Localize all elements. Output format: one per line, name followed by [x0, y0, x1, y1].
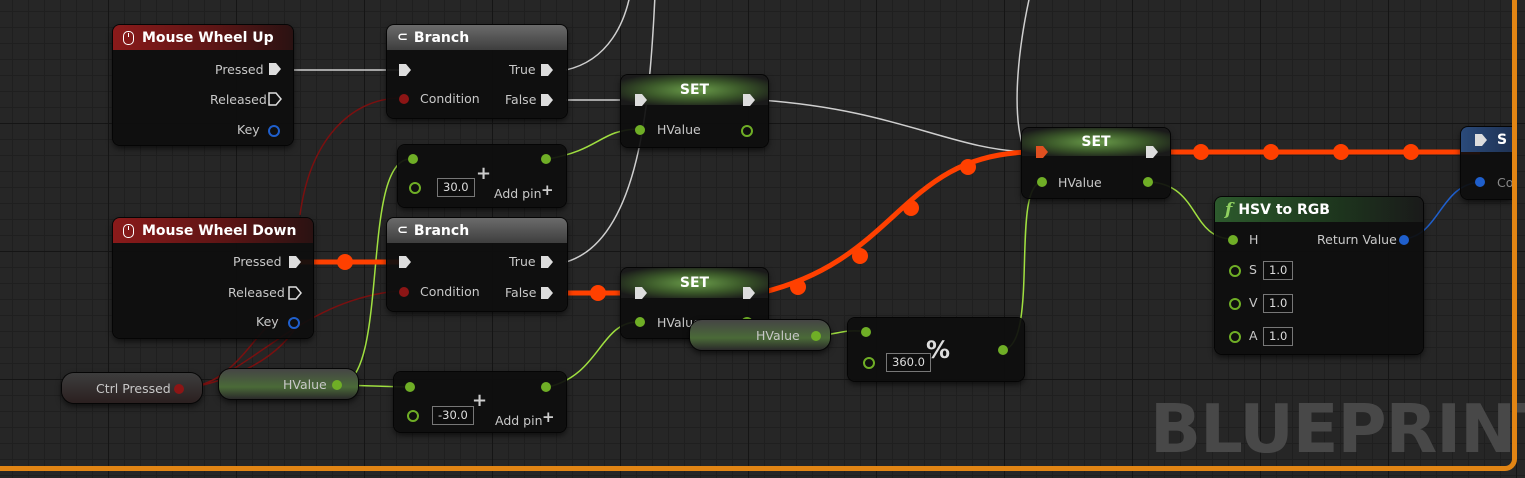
branch-node-1[interactable]: ⊂ Branch True Condition False — [387, 25, 567, 118]
input-a-pin[interactable] — [405, 382, 415, 392]
function-icon: f — [1225, 199, 1233, 220]
key-pin[interactable] — [268, 125, 280, 137]
add-pin-label[interactable]: Add pin — [495, 413, 543, 428]
pressed-label: Pressed — [215, 62, 264, 77]
hvalue-in-pin[interactable] — [1037, 177, 1047, 187]
branch-icon: ⊂ — [397, 30, 408, 45]
ctrl-pressed-variable-node[interactable]: Ctrl Pressed — [62, 373, 202, 403]
add-pin-icon[interactable]: + — [541, 181, 554, 199]
node-header[interactable]: ⊂ Branch — [387, 25, 567, 50]
branch-icon: ⊂ — [397, 223, 408, 238]
true-label: True — [509, 254, 536, 269]
hvalue-in-pin[interactable] — [635, 317, 645, 327]
true-label: True — [509, 62, 536, 77]
condition-pin[interactable] — [399, 287, 409, 297]
input-b-pin[interactable] — [409, 182, 421, 194]
hvalue-variable-node[interactable]: HValue — [690, 320, 830, 350]
h-label: H — [1249, 232, 1259, 247]
input-b-pin[interactable] — [863, 357, 875, 369]
condition-label: Condition — [420, 91, 480, 106]
v-value-field[interactable]: 1.0 — [1263, 294, 1294, 313]
s-label: S — [1249, 262, 1257, 277]
node-header[interactable]: f HSV to RGB — [1215, 197, 1423, 222]
node-title: Branch — [413, 29, 470, 46]
node-header[interactable]: ⊂ Branch — [387, 218, 567, 243]
s-value-field[interactable]: 1.0 — [1263, 261, 1294, 280]
v-label: V — [1249, 295, 1258, 310]
branch-node-2[interactable]: ⊂ Branch True Condition False — [387, 218, 567, 311]
hvalue-out-pin[interactable] — [1143, 177, 1153, 187]
input-a-pin[interactable] — [408, 154, 418, 164]
add-icon: + — [472, 390, 488, 411]
v-pin[interactable] — [1229, 298, 1241, 310]
add-node-1[interactable]: 30.0 + Add pin + — [398, 145, 566, 207]
modulo-icon: % — [926, 336, 951, 364]
a-pin[interactable] — [1229, 331, 1241, 343]
false-label: False — [505, 285, 537, 300]
color-label: Colo — [1497, 175, 1512, 190]
set-node-3[interactable]: SET HValue — [1022, 128, 1170, 198]
node-title: HSV to RGB — [1238, 201, 1330, 218]
hvalue-out-pin[interactable] — [741, 125, 753, 137]
blueprint-watermark: BLUEPRINT — [1150, 390, 1525, 468]
hvalue-label: HValue — [283, 377, 327, 392]
condition-label: Condition — [420, 284, 480, 299]
add-pin-icon[interactable]: + — [542, 408, 555, 426]
return-value-pin[interactable] — [1399, 235, 1409, 245]
ctrl-pressed-out-pin[interactable] — [174, 384, 184, 394]
set-node-1[interactable]: SET HValue — [621, 75, 768, 147]
a-label: A — [1249, 328, 1258, 343]
value-field[interactable]: 30.0 — [437, 178, 475, 197]
hvalue-out-pin[interactable] — [811, 331, 821, 341]
node-header[interactable]: Mouse Wheel Down — [113, 218, 313, 243]
input-b-pin[interactable] — [407, 410, 419, 422]
pressed-label: Pressed — [233, 254, 282, 269]
key-label: Key — [256, 314, 279, 329]
hsv-to-rgb-node[interactable]: f HSV to RGB H Return Value S 1.0 V 1.0 … — [1215, 197, 1423, 354]
node-title: Mouse Wheel Up — [142, 29, 274, 46]
hvalue-out-pin[interactable] — [332, 380, 342, 390]
false-label: False — [505, 92, 537, 107]
mouse-wheel-down-node[interactable]: Mouse Wheel Down Pressed Released Key — [113, 218, 313, 338]
hvalue-in-pin[interactable] — [635, 125, 645, 135]
node-header[interactable]: Mouse Wheel Up — [113, 25, 293, 50]
condition-pin[interactable] — [399, 94, 409, 104]
node-title: SET — [1081, 134, 1111, 150]
node-header[interactable]: S — [1461, 127, 1512, 152]
add-node-2[interactable]: -30.0 + Add pin + — [394, 372, 566, 432]
output-pin[interactable] — [998, 345, 1008, 355]
key-label: Key — [237, 122, 260, 137]
value-field[interactable]: -30.0 — [432, 406, 474, 425]
released-label: Released — [210, 92, 267, 107]
mouse-wheel-up-node[interactable]: Mouse Wheel Up Pressed Released Key — [113, 25, 293, 145]
hvalue-label: HValue — [657, 315, 701, 330]
node-title: Mouse Wheel Down — [142, 222, 297, 239]
color-in-pin[interactable] — [1475, 177, 1485, 187]
value-field[interactable]: 360.0 — [886, 353, 931, 372]
s-pin[interactable] — [1229, 265, 1241, 277]
add-icon: + — [476, 163, 492, 184]
node-title: Branch — [413, 222, 470, 239]
output-pin[interactable] — [541, 382, 551, 392]
hvalue-label: HValue — [756, 328, 800, 343]
a-value-field[interactable]: 1.0 — [1263, 327, 1294, 346]
node-title: S — [1497, 131, 1508, 148]
node-title: SET — [679, 275, 710, 291]
h-pin[interactable] — [1228, 235, 1238, 245]
mouse-icon — [123, 223, 134, 238]
released-label: Released — [228, 285, 285, 300]
output-pin[interactable] — [541, 154, 551, 164]
key-pin[interactable] — [288, 317, 300, 329]
partial-set-node[interactable]: S Colo — [1461, 127, 1512, 199]
ctrl-pressed-label: Ctrl Pressed — [96, 381, 171, 396]
mouse-icon — [123, 30, 134, 45]
return-value-label: Return Value — [1317, 232, 1397, 247]
hvalue-label: HValue — [657, 122, 701, 137]
node-title: SET — [679, 82, 710, 98]
add-pin-label[interactable]: Add pin — [494, 186, 542, 201]
hvalue-label: HValue — [1058, 175, 1102, 190]
hvalue-variable-node[interactable]: HValue — [219, 369, 358, 399]
modulo-node[interactable]: 360.0 % — [848, 318, 1024, 381]
input-a-pin[interactable] — [861, 327, 871, 337]
